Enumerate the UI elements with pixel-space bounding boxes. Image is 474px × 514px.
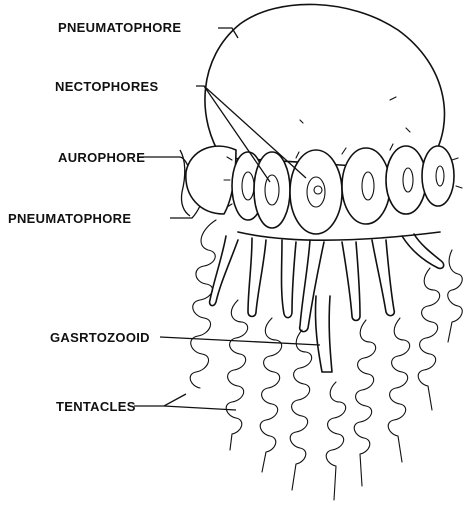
nectophore	[422, 146, 454, 206]
tentacle	[326, 382, 345, 500]
tentacle	[388, 318, 409, 462]
gastrozooid	[342, 242, 360, 321]
tentacles	[190, 220, 462, 500]
pneumatophore-float	[205, 4, 445, 167]
gastrozooid	[372, 240, 394, 316]
leader-aurophore	[138, 157, 188, 166]
tentacle	[418, 268, 439, 410]
gastrozooid	[402, 234, 444, 268]
nectophore	[290, 150, 342, 234]
tentacle	[290, 330, 311, 490]
leader-tentacles-1	[134, 394, 186, 406]
label-pneumatophore-top: PNEUMATOPHORE	[58, 20, 181, 35]
label-nectophores: NECTOPHORES	[55, 79, 158, 94]
label-tentacles: TENTACLES	[56, 399, 136, 414]
gastrozooid	[210, 236, 238, 306]
label-pneumatophore-mid: PNEUMATOPHORE	[8, 211, 131, 226]
label-gastrozooid: GASRTOZOOID	[50, 330, 150, 345]
gastrozooid	[282, 240, 297, 318]
tentacle	[354, 320, 375, 486]
tentacle	[260, 318, 281, 472]
nectophore	[386, 146, 426, 214]
gastrozooids	[210, 234, 444, 372]
tentacle	[448, 250, 463, 342]
tentacle	[226, 300, 247, 450]
gastrozooid	[248, 238, 266, 317]
nectophore	[342, 148, 390, 224]
leader-tentacles-2	[164, 406, 236, 410]
tentacle	[190, 220, 216, 388]
gastrozooid-central	[315, 296, 332, 372]
label-aurophore: AUROPHORE	[58, 150, 145, 165]
gastrozooid	[300, 240, 324, 332]
nectophore	[254, 152, 290, 228]
